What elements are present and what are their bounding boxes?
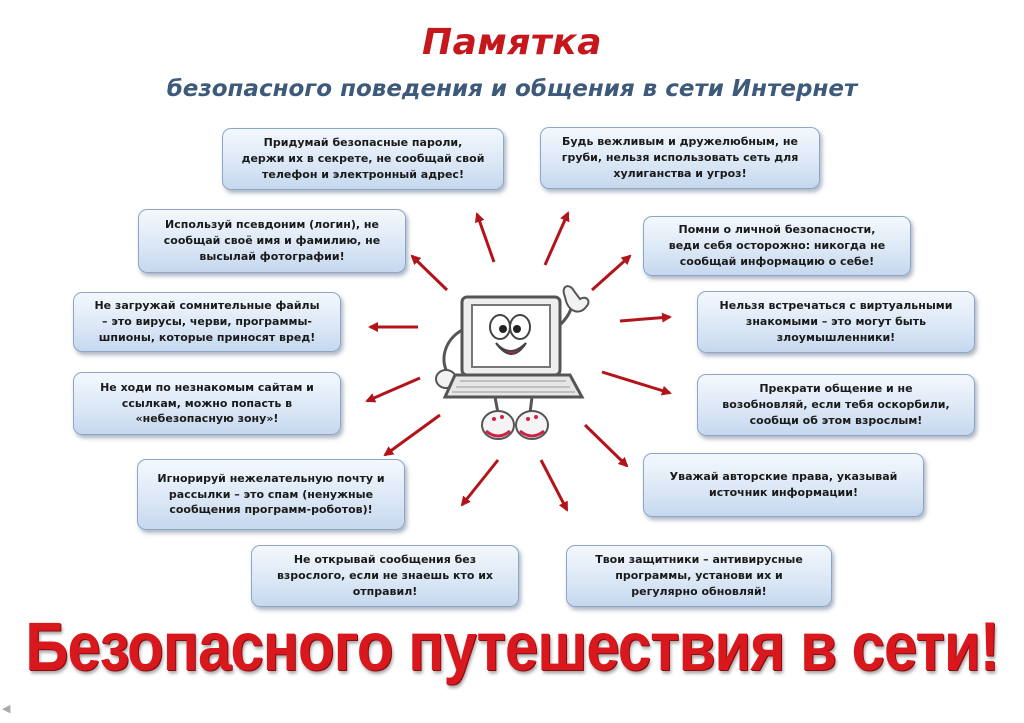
tip-copyright: Уважай авторские права, указывай источни… [643, 453, 924, 517]
tip-politeness: Будь вежливым и дружелюбным, не груби, н… [540, 127, 820, 189]
tip-passwords: Придумай безопасные пароли, держи их в с… [222, 128, 504, 190]
back-arrow-icon[interactable]: ◀ [2, 702, 11, 715]
tip-spam: Игнорируй нежелательную почту и рассылки… [137, 459, 405, 530]
arrow-to-tip-1 [474, 212, 496, 263]
tip-antivirus: Твои защитники – антивирусные программы,… [566, 545, 832, 607]
arrow-to-tip-11 [460, 459, 500, 507]
arrow-to-tip-3 [410, 254, 449, 292]
tip-messages: Не открывай сообщения без взрослого, есл… [251, 545, 519, 607]
tip-suspicious-files: Не загружай сомнительные файлы – это вир… [73, 292, 341, 352]
arrow-to-tip-9 [383, 413, 441, 457]
arrow-to-tip-6 [619, 312, 672, 323]
arrow-to-tip-2 [543, 211, 570, 266]
arrow-to-tip-7 [365, 376, 421, 403]
page-subtitle: безопасного поведения и общения в сети И… [166, 76, 858, 102]
tip-virtual-meetings: Нельзя встречаться с виртуальными знаком… [697, 291, 975, 353]
tip-unknown-sites: Не ходи по незнакомым сайтам и ссылкам, … [73, 372, 341, 435]
arrow-to-tip-8 [601, 370, 672, 396]
arrow-to-tip-12 [539, 459, 569, 512]
slogan: Безопасного путешествия в сети! [25, 607, 1000, 686]
tip-personal-safety: Помни о личной безопасности, веди себя о… [643, 216, 911, 276]
tip-stop-contact: Прекрати общение и не возобновляй, если … [697, 374, 975, 436]
page-title: Памятка [421, 22, 603, 63]
laptop-mascot-icon [435, 285, 590, 440]
arrow-to-tip-10 [583, 423, 629, 468]
tip-pseudonym: Используй псевдоним (логин), не сообщай … [138, 209, 406, 273]
arrow-to-tip-4 [590, 254, 632, 292]
